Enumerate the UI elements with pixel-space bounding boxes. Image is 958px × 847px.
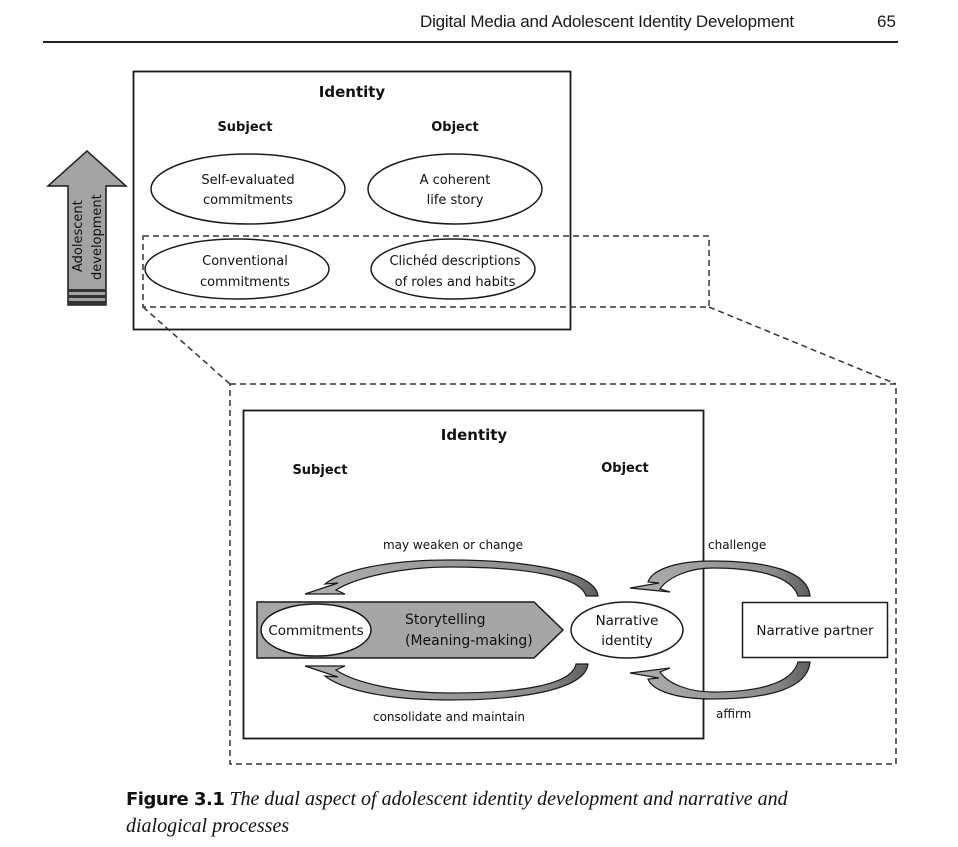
adolescent-development-arrow-icon: Adolescent development — [46, 149, 128, 306]
figure-caption-text: The dual aspect of adolescent identity d… — [126, 788, 788, 837]
narrative-identity-ellipse: Narrative identity — [570, 601, 684, 659]
arrow-label-development: development — [90, 194, 105, 280]
challenge-arrow-icon — [629, 560, 811, 597]
figure-label: Figure 3.1 — [126, 789, 225, 810]
may-weaken-arrow-icon — [304, 559, 599, 597]
consolidate-label: consolidate and maintain — [373, 710, 525, 724]
storytelling-label: Storytelling — [405, 612, 486, 628]
header-rule — [43, 41, 898, 43]
top-object-label: Object — [431, 120, 479, 135]
affirm-arrow-icon — [629, 661, 811, 700]
svg-text:A coherent: A coherent — [420, 173, 491, 188]
top-identity-panel: Identity Subject Object Self-evaluated c… — [46, 70, 710, 331]
svg-text:Conventional: Conventional — [202, 254, 288, 269]
connector-right-dashed — [708, 306, 897, 385]
top-identity-box — [132, 70, 572, 331]
svg-text:commitments: commitments — [203, 193, 293, 208]
svg-text:commitments: commitments — [200, 275, 290, 290]
figure-caption: Figure 3.1 The dual aspect of adolescent… — [126, 786, 846, 840]
bottom-object-label: Object — [601, 461, 649, 476]
bottom-identity-title: Identity — [441, 426, 508, 444]
arrow-label-adolescent: Adolescent — [71, 200, 86, 272]
svg-text:Commitments: Commitments — [268, 623, 363, 639]
top-identity-title: Identity — [319, 83, 386, 101]
meaning-making-label: (Meaning-making) — [405, 633, 533, 649]
ellipse-conventional-commitments: Conventional commitments — [144, 238, 330, 300]
svg-text:Narrative partner: Narrative partner — [756, 623, 874, 639]
svg-text:Self-evaluated: Self-evaluated — [201, 173, 294, 188]
page-number: 65 — [877, 12, 896, 31]
bottom-subject-label: Subject — [292, 463, 347, 478]
svg-text:of roles and habits: of roles and habits — [395, 275, 516, 290]
affirm-label: affirm — [716, 707, 751, 721]
connector-left-dashed — [142, 306, 231, 385]
ellipse-cliched-descriptions: Clichéd descriptions of roles and habits — [370, 238, 536, 300]
svg-text:Clichéd descriptions: Clichéd descriptions — [389, 254, 520, 269]
may-weaken-label: may weaken or change — [383, 538, 523, 552]
bottom-identity-box — [242, 409, 705, 740]
bottom-dialogical-panel: Identity Subject Object may weaken or ch… — [229, 383, 897, 765]
running-head-title: Digital Media and Adolescent Identity De… — [420, 12, 794, 31]
commitments-ellipse: Commitments — [260, 603, 372, 657]
bottom-dashed-box — [229, 383, 897, 765]
challenge-label: challenge — [708, 538, 766, 552]
ellipse-self-evaluated-commitments: Self-evaluated commitments — [150, 153, 346, 225]
svg-text:Narrative: Narrative — [596, 613, 659, 629]
narrative-partner-box: Narrative partner — [741, 601, 889, 659]
zoom-region-dashed-box — [142, 235, 710, 308]
svg-text:life story: life story — [427, 193, 484, 208]
ellipse-coherent-life-story: A coherent life story — [367, 153, 543, 225]
top-subject-label: Subject — [217, 120, 272, 135]
svg-text:identity: identity — [601, 633, 653, 649]
consolidate-arrow-icon — [304, 663, 589, 701]
